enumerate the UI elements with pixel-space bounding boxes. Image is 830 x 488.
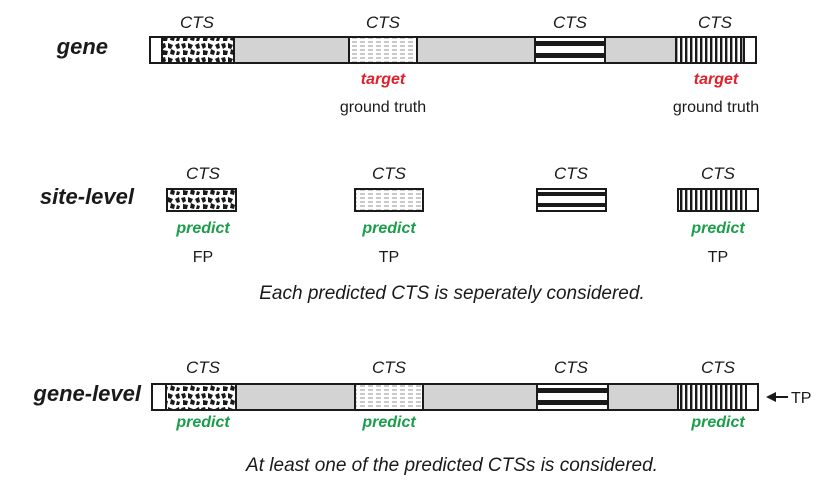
site-cts-4 <box>677 188 759 212</box>
caption-site-level: Each predicted CTS is seperately conside… <box>259 283 644 304</box>
site-result-fp: FP <box>193 249 213 266</box>
cts-label: CTS <box>366 13 401 32</box>
ground-truth-label: ground truth <box>673 99 759 116</box>
caption-gene-level: At least one of the predicted CTSs is co… <box>245 455 658 476</box>
ground-truth-label: ground truth <box>340 99 426 116</box>
site-cts-3 <box>536 188 607 212</box>
predict-label: predict <box>690 414 745 431</box>
cts-label: CTS <box>372 358 407 377</box>
gene-level-cts-3 <box>536 383 609 411</box>
row-label-gene-level: gene-level <box>32 381 141 406</box>
target-label: target <box>694 71 739 88</box>
predict-label: predict <box>175 414 230 431</box>
gene-cts-4 <box>675 36 757 64</box>
gene-level-cts-1 <box>151 383 237 411</box>
predict-label: predict <box>361 414 416 431</box>
site-cts-2 <box>354 188 424 212</box>
site-result-tp: TP <box>379 249 399 266</box>
cts-label: CTS <box>698 13 733 32</box>
cts-label: CTS <box>186 358 221 377</box>
gene-cts-3 <box>534 36 606 64</box>
gene-level-cts-2 <box>354 383 424 411</box>
left-arrow-icon <box>766 392 788 402</box>
site-result-tp: TP <box>708 249 728 266</box>
row-label-gene: gene <box>56 34 108 59</box>
cts-label: CTS <box>553 13 588 32</box>
row-label-site-level: site-level <box>40 184 135 209</box>
gene-body <box>149 36 757 64</box>
gene-cts-1 <box>149 36 235 64</box>
cts-label: CTS <box>372 164 407 183</box>
predict-label: predict <box>690 220 745 237</box>
target-label: target <box>361 71 406 88</box>
cts-label: CTS <box>186 164 221 183</box>
gene-level-body <box>151 383 759 411</box>
site-cts-1 <box>166 188 237 212</box>
predict-label: predict <box>361 220 416 237</box>
gene-cts-2 <box>348 36 418 64</box>
cts-label: CTS <box>701 164 736 183</box>
cts-label: CTS <box>554 358 589 377</box>
cts-label: CTS <box>554 164 589 183</box>
predict-label: predict <box>175 220 230 237</box>
cts-label: CTS <box>180 13 215 32</box>
gene-level-result: TP <box>791 390 811 407</box>
cts-label: CTS <box>701 358 736 377</box>
gene-level-cts-4 <box>677 383 759 411</box>
